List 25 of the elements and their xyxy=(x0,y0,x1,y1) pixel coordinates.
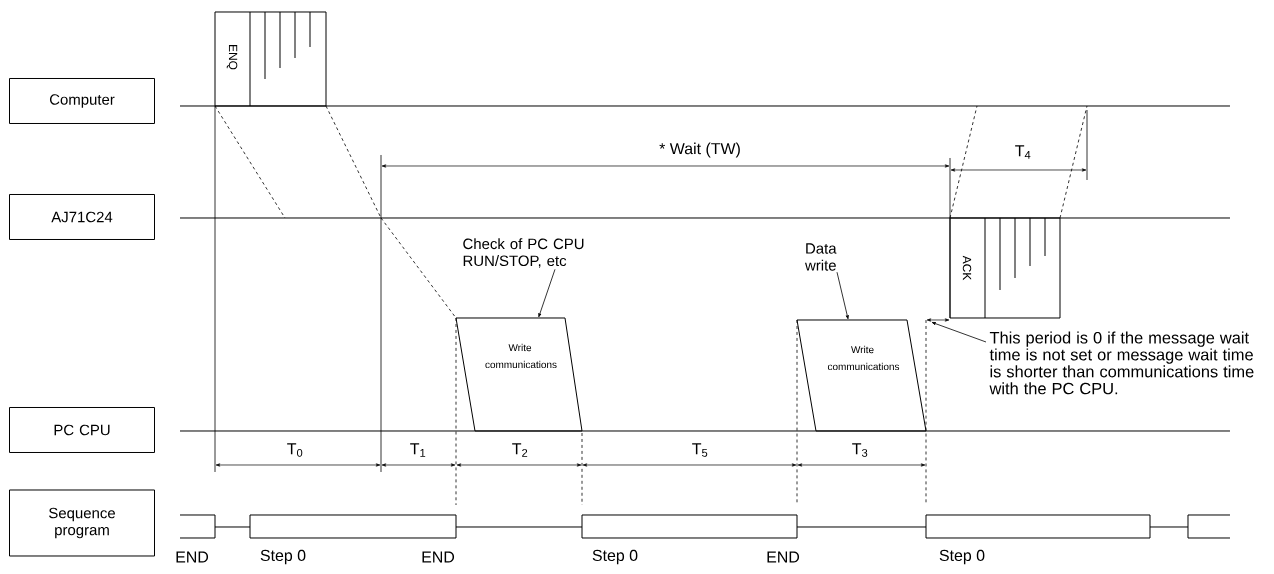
message-frame: ACK xyxy=(949,217,1061,319)
leader-line xyxy=(931,322,987,343)
event-label: END xyxy=(422,551,455,563)
callout-text: Data write xyxy=(805,243,837,271)
dimension-label: T$_{1}$ xyxy=(410,443,426,457)
event-label: Step 0 xyxy=(939,549,985,565)
dimension-label: * Wait (TW) xyxy=(659,142,740,158)
process-block: Write communications xyxy=(455,317,583,432)
signal-name-box: Sequence program xyxy=(9,489,155,557)
signal-name-box: AJ71C24 xyxy=(9,194,155,240)
event-label: Step 0 xyxy=(260,549,306,565)
event-label: Step 0 xyxy=(592,549,638,565)
process-block: Write communications xyxy=(796,319,927,432)
leader-line xyxy=(836,271,849,320)
callout-text: Check of PC CPU RUN/STOP, etc xyxy=(463,238,584,268)
dimension-label: T$_{5}$ xyxy=(692,443,708,457)
dimension-label: T$_{0}$ xyxy=(287,443,303,457)
event-label: END xyxy=(767,551,800,563)
event-label: END xyxy=(176,551,209,563)
signal-name-box: PC CPU xyxy=(9,407,155,453)
signal-name-box: Computer xyxy=(9,78,155,124)
leader-line xyxy=(538,268,556,318)
note-text: This period is 0 if the message wait time is not set or message wait time is shorter than communications time with the PC CPU. xyxy=(989,331,1254,395)
dimension-label: T$_{4}$ xyxy=(1015,145,1031,159)
message-frame: ENQ xyxy=(214,11,327,107)
